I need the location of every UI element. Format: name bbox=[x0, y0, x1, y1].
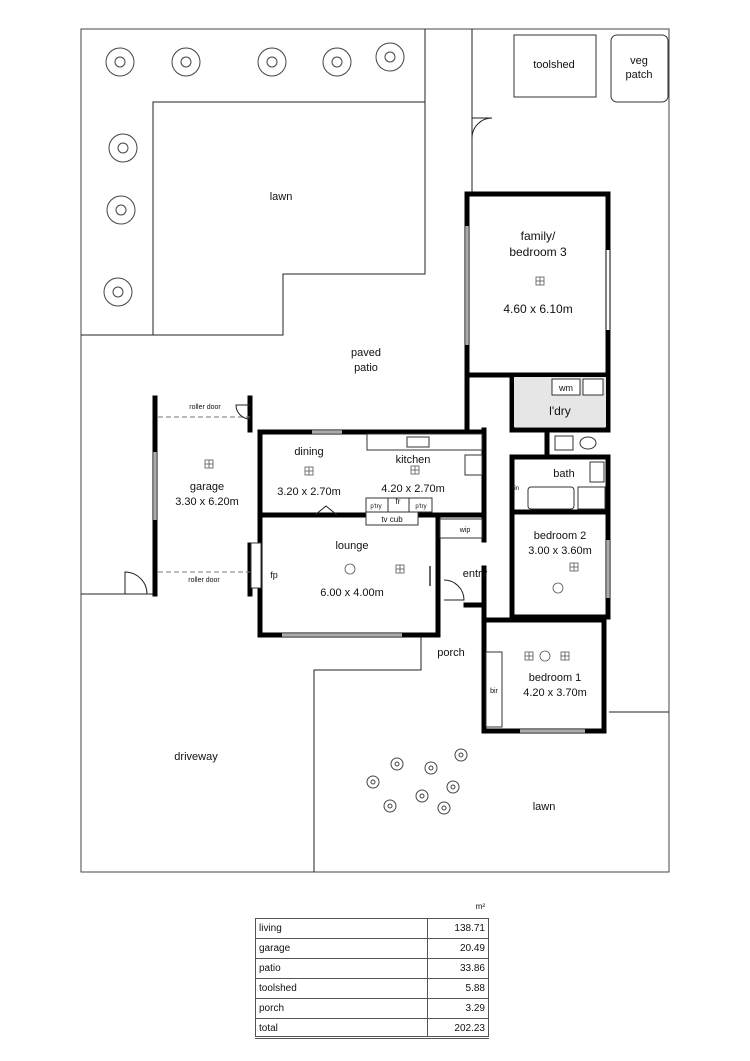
garage-rear-door bbox=[124, 571, 148, 595]
family-room-walls bbox=[464, 191, 611, 378]
dining-arch bbox=[314, 505, 338, 516]
label-garage: garage bbox=[190, 481, 224, 493]
area-row-value: 5.88 bbox=[465, 983, 485, 994]
label-laundry: l'dry bbox=[549, 404, 571, 418]
toilet bbox=[579, 436, 597, 450]
label-bedroom1-dim: 4.20 x 3.70m bbox=[523, 687, 587, 699]
garage-side-door bbox=[235, 404, 251, 420]
bath-tub bbox=[527, 486, 575, 510]
label-roller-door-bottom: roller door bbox=[188, 577, 220, 584]
rear-lawn-outline bbox=[81, 29, 426, 336]
cooktop bbox=[464, 454, 483, 476]
fireplace bbox=[250, 542, 262, 589]
vanity-wc bbox=[554, 435, 574, 451]
wip-box bbox=[439, 518, 483, 539]
laundry-walls bbox=[509, 372, 611, 433]
area-row-living: living 138.71 bbox=[255, 918, 489, 938]
shower bbox=[577, 486, 606, 510]
area-row-value: 33.86 bbox=[459, 963, 485, 974]
wm-box bbox=[551, 378, 581, 396]
light-icons bbox=[204, 276, 579, 662]
label-porch: porch bbox=[437, 647, 465, 659]
laundry-tub bbox=[582, 378, 604, 396]
label-veg: veg bbox=[630, 55, 648, 67]
label-entry: entry bbox=[463, 568, 488, 580]
label-toolshed: toolshed bbox=[533, 59, 575, 71]
tv-cub-box bbox=[365, 511, 419, 526]
label-bedroom2: bedroom 2 bbox=[534, 530, 587, 542]
area-row-value: 3.29 bbox=[465, 1003, 485, 1014]
hallway-walls bbox=[463, 372, 487, 623]
label-wm: wm bbox=[558, 383, 573, 393]
bir-box bbox=[485, 651, 503, 728]
area-total-label: total bbox=[259, 1023, 278, 1034]
area-row-label: toolshed bbox=[259, 983, 297, 994]
label-bir: bir bbox=[490, 688, 498, 695]
area-row-patio: patio 33.86 bbox=[255, 958, 489, 978]
toolshed-box bbox=[513, 34, 597, 98]
label-kitchen-dim: 4.20 x 2.70m bbox=[381, 483, 445, 495]
vanity-bath bbox=[589, 461, 605, 483]
area-unit: m² bbox=[475, 902, 485, 911]
area-row-value: 138.71 bbox=[454, 923, 485, 934]
label-lawn-front: lawn bbox=[533, 801, 556, 813]
kitchen-sink bbox=[406, 436, 430, 448]
label-tv-cub: tv cub bbox=[381, 515, 403, 524]
label-lounge-dim: 6.00 x 4.00m bbox=[320, 587, 384, 599]
label-paved: paved bbox=[351, 347, 381, 359]
area-row-label: living bbox=[259, 923, 282, 934]
site-boundary bbox=[80, 28, 670, 873]
area-total-value: 202.23 bbox=[454, 1023, 485, 1034]
area-row-label: patio bbox=[259, 963, 281, 974]
label-bedroom3: bedroom 3 bbox=[509, 245, 567, 259]
area-row-garage: garage 20.49 bbox=[255, 938, 489, 958]
label-family-dim: 4.60 x 6.10m bbox=[503, 302, 572, 316]
label-dining-dim: 3.20 x 2.70m bbox=[277, 486, 341, 498]
label-patio: patio bbox=[354, 362, 378, 374]
entry-door bbox=[443, 579, 465, 601]
area-row-label: porch bbox=[259, 1003, 285, 1014]
label-fp: fp bbox=[270, 570, 278, 580]
area-row-value: 20.49 bbox=[459, 943, 485, 954]
label-fr: fr bbox=[396, 497, 401, 506]
area-table-divider bbox=[427, 918, 428, 1037]
bedroom1-walls bbox=[481, 617, 607, 734]
label-driveway: driveway bbox=[174, 751, 218, 763]
area-row-toolshed: toolshed 5.88 bbox=[255, 978, 489, 998]
porch-boundary-line bbox=[313, 635, 422, 872]
label-pantry-left: p'try bbox=[370, 504, 381, 510]
garden-gate bbox=[471, 117, 493, 139]
label-lounge: lounge bbox=[335, 540, 368, 552]
label-roller-door-top: roller door bbox=[189, 404, 221, 411]
label-bedroom2-dim: 3.00 x 3.60m bbox=[528, 545, 592, 557]
label-family: family/ bbox=[521, 229, 556, 243]
label-dining: dining bbox=[294, 446, 323, 458]
area-row-label: garage bbox=[259, 943, 291, 954]
tree-icons bbox=[103, 42, 468, 815]
label-wip: wip bbox=[459, 527, 471, 534]
label-pantry-right: p'try bbox=[415, 504, 426, 510]
label-lin: lin bbox=[513, 486, 519, 492]
label-lawn-rear: lawn bbox=[270, 191, 293, 203]
label-bedroom1: bedroom 1 bbox=[529, 672, 582, 684]
bedroom2-walls bbox=[509, 509, 611, 620]
area-table: m² living 138.71 garage 20.49 patio 33.8… bbox=[255, 902, 489, 1039]
label-kitchen: kitchen bbox=[396, 454, 431, 466]
veg-patch-box bbox=[610, 34, 669, 103]
label-bath: bath bbox=[553, 468, 574, 480]
label-garage-dim: 3.30 x 6.20m bbox=[175, 496, 239, 508]
area-row-porch: porch 3.29 bbox=[255, 998, 489, 1018]
label-patch: patch bbox=[626, 69, 653, 81]
area-row-total: total 202.23 bbox=[255, 1018, 489, 1039]
